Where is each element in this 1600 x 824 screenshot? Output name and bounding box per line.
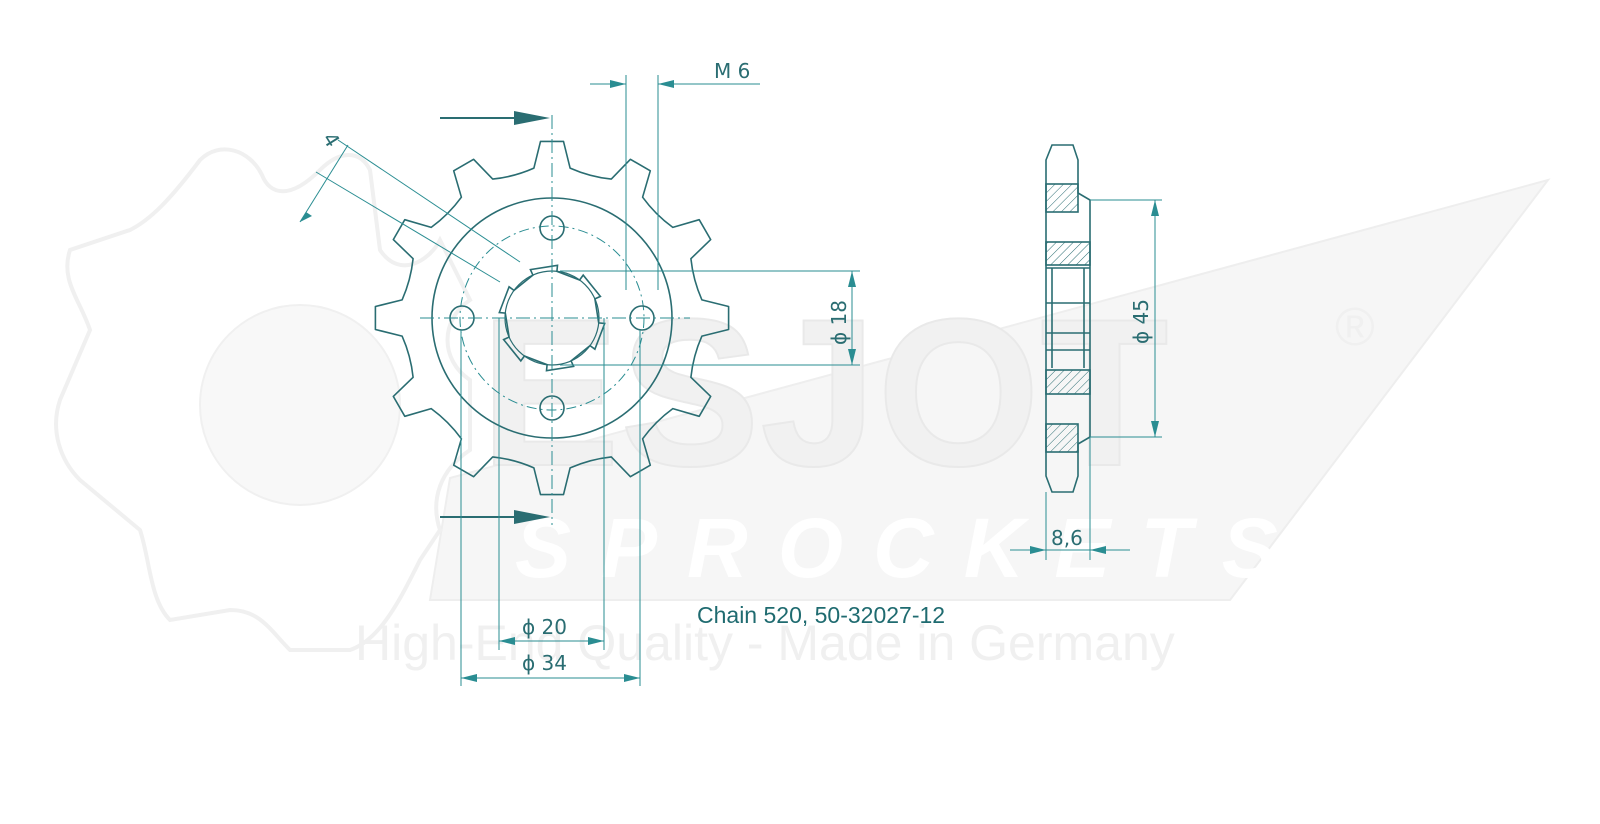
dim-d34 (460, 330, 641, 686)
watermark-swoosh (428, 178, 1551, 601)
dim-d45-label: ϕ 45 (1129, 299, 1153, 344)
dim-m6 (590, 75, 760, 290)
part-caption: Chain 520, 50-32027-12 (697, 602, 945, 628)
dim-tooth-label: 4 (318, 128, 345, 152)
dim-d45 (1090, 199, 1162, 438)
side-hatch-bottom (1045, 423, 1079, 453)
watermark-gear-outline (54, 147, 473, 652)
section-arrows (440, 111, 550, 524)
sprocket-side-view (1045, 144, 1091, 493)
sprocket-outline (374, 140, 730, 496)
watermark-registered: ® (1335, 297, 1375, 357)
watermark-ring (199, 304, 401, 506)
watermark-sprockets: SPROCKETS (515, 501, 1308, 595)
watermark: ESJOT ® SPROCKETS High-End Quality - Mad… (54, 147, 1551, 671)
dim-d20-label: ϕ 20 (522, 615, 567, 639)
bolt-hole-bottom (539, 395, 565, 421)
dim-m6-label: M 6 (714, 59, 750, 83)
dim-tooth-width (299, 139, 521, 283)
side-hatch-upper (1045, 241, 1091, 266)
dim-d18-label: ϕ 18 (827, 300, 851, 345)
side-hatch-lower (1045, 369, 1091, 395)
dim-w86-label: 8,6 (1051, 526, 1083, 550)
sprocket-front-view (374, 115, 730, 525)
dim-d18 (560, 270, 860, 366)
dim-d34-label: ϕ 34 (522, 651, 567, 675)
spline-bore (498, 264, 606, 372)
dim-w86 (1010, 437, 1130, 560)
dim-d20 (498, 318, 605, 650)
watermark-tagline: High-End Quality - Made in Germany (355, 615, 1175, 671)
section-arrow-top (514, 111, 550, 125)
section-arrow-bottom (514, 510, 550, 524)
side-hatch-top (1045, 183, 1079, 213)
